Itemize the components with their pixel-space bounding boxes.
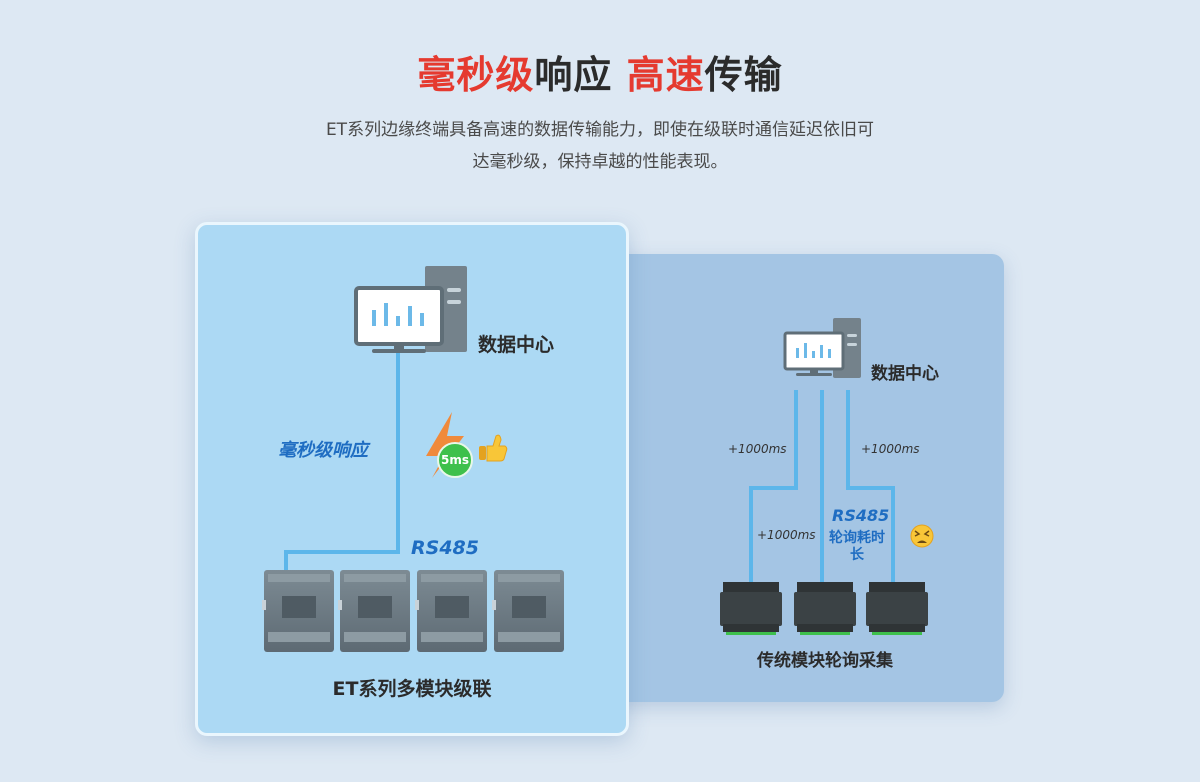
left-bus-line [284, 352, 400, 574]
right-bus-lines [749, 390, 895, 588]
latency-badge: 5ms [437, 442, 473, 478]
subtitle-line-2: 达毫秒级，保持卓越的性能表现。 [472, 152, 728, 172]
delay-label-mid: +1000ms [757, 528, 816, 542]
ms-response-label: 毫秒级响应 [278, 440, 368, 461]
left-rs485-label: RS485 [411, 537, 479, 559]
right-caption: 传统模块轮询采集 [757, 651, 893, 671]
title-text-1: 响应 [534, 53, 613, 97]
terminal-block-module [720, 582, 782, 635]
plc-module [415, 570, 487, 652]
thumbs-up-emoji [479, 434, 508, 462]
terminal-block-module [866, 582, 928, 635]
page-subtitle: ET系列边缘终端具备高速的数据传输能力，即使在级联时通信延迟依旧可 达毫秒级，保… [250, 114, 950, 178]
terminal-block-module [794, 582, 856, 635]
delay-label-left: +1000ms [728, 442, 787, 456]
title-text-2: 传输 [704, 53, 783, 97]
monitor-icon [354, 286, 444, 353]
right-datacenter-label: 数据中心 [871, 364, 939, 384]
monitor-icon [783, 331, 845, 376]
plc-module [492, 570, 564, 652]
poll-time-label: 轮询耗时长 [829, 530, 885, 563]
page-title: 毫秒级响应 高速传输 [0, 44, 1200, 99]
plc-module [262, 570, 334, 652]
left-caption: ET系列多模块级联 [332, 678, 492, 700]
delay-label-right: +1000ms [861, 442, 920, 456]
right-rs485-label: RS485 [832, 506, 890, 525]
subtitle-line-1: ET系列边缘终端具备高速的数据传输能力，即使在级联时通信延迟依旧可 [325, 120, 875, 140]
tired-face-emoji [910, 524, 934, 548]
title-highlight-2: 高速 [626, 53, 705, 97]
left-datacenter-label: 数据中心 [478, 334, 555, 356]
plc-module [338, 570, 410, 652]
title-highlight-1: 毫秒级 [417, 53, 535, 97]
